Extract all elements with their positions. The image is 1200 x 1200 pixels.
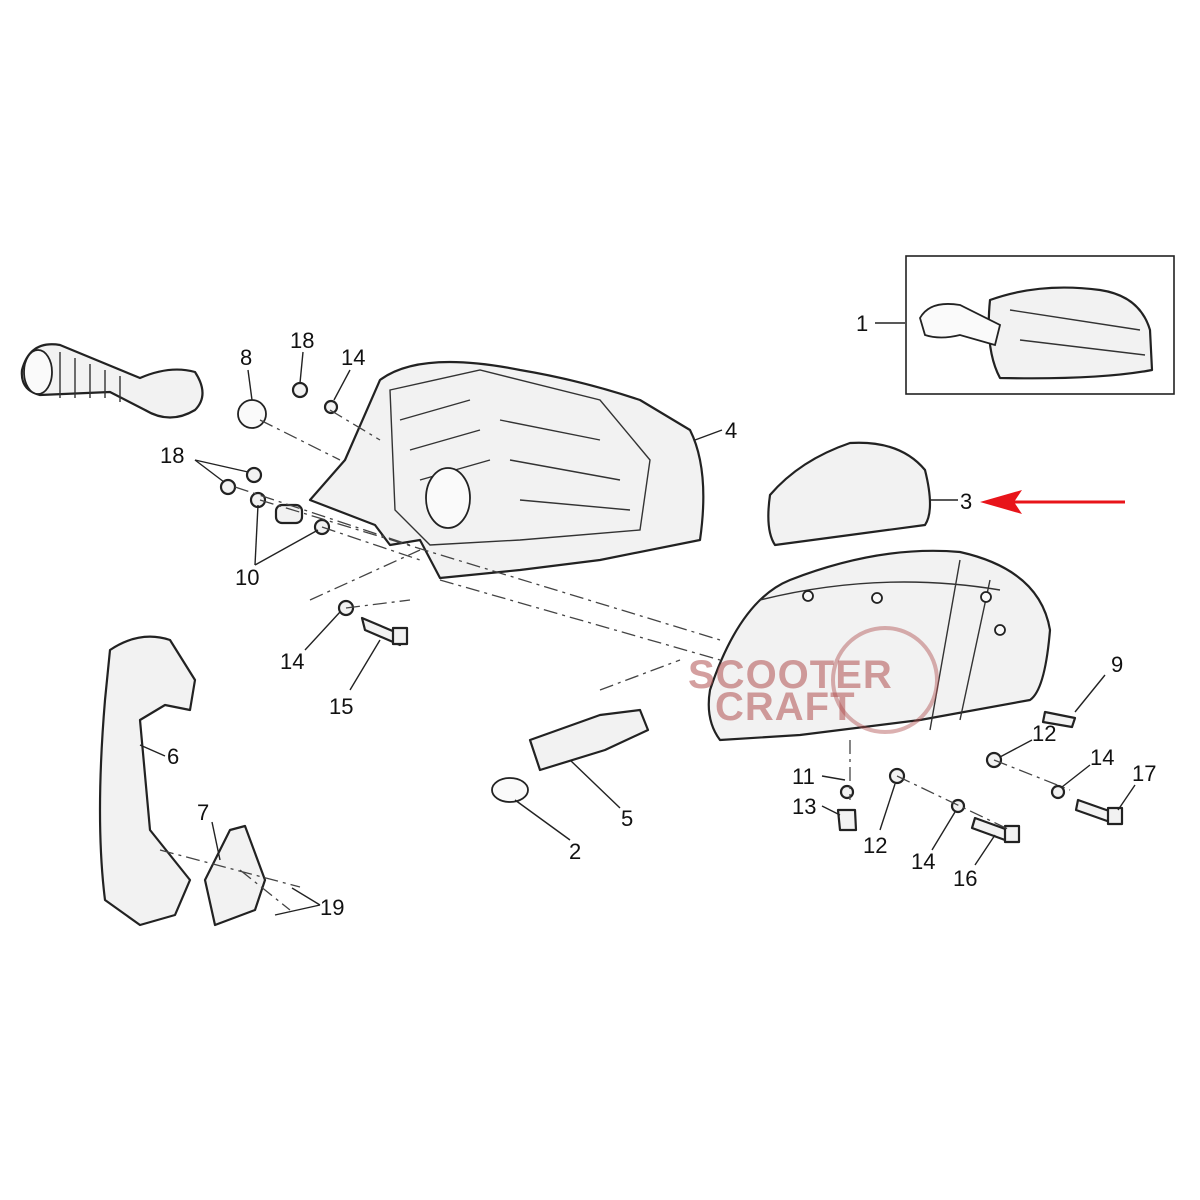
callout-12: 12 bbox=[1032, 721, 1056, 746]
callout-3: 3 bbox=[960, 489, 972, 514]
clamp-part-2 bbox=[491, 777, 529, 803]
plate-part-7 bbox=[203, 824, 267, 927]
duct-part-5 bbox=[528, 708, 650, 772]
callout-13: 13 bbox=[792, 794, 816, 819]
callout-18: 18 bbox=[290, 328, 314, 353]
callout-9: 9 bbox=[1111, 652, 1123, 677]
callout-12: 12 bbox=[863, 833, 887, 858]
intake-hose bbox=[20, 343, 204, 419]
callout-labels: 1 4 3 18 14 8 18 10 14 15 6 7 19 2 5 11 … bbox=[160, 311, 1156, 920]
highlight-arrow bbox=[980, 490, 1125, 514]
callout-14: 14 bbox=[911, 849, 935, 874]
cap-part-13 bbox=[836, 808, 858, 832]
callout-4: 4 bbox=[725, 418, 737, 443]
filter-element-part-3 bbox=[767, 441, 932, 547]
callout-10: 10 bbox=[235, 565, 259, 590]
callout-1: 1 bbox=[856, 311, 868, 336]
callout-19: 19 bbox=[320, 895, 344, 920]
assembly-inset bbox=[905, 255, 1175, 395]
svg-text:CRAFT: CRAFT bbox=[715, 685, 856, 729]
callout-11: 11 bbox=[792, 764, 815, 789]
bracket-part-6 bbox=[98, 635, 197, 927]
callout-16: 16 bbox=[953, 866, 977, 891]
callout-18: 18 bbox=[160, 443, 184, 468]
housing-cover bbox=[707, 549, 1052, 742]
callout-17: 17 bbox=[1132, 761, 1156, 786]
leader-lines bbox=[139, 322, 1136, 916]
watermark-logo: SCOOTER CRAFT bbox=[688, 626, 939, 734]
callout-2: 2 bbox=[569, 839, 581, 864]
callout-6: 6 bbox=[167, 744, 179, 769]
housing-base-part-4 bbox=[308, 360, 705, 580]
callout-5: 5 bbox=[621, 806, 633, 831]
assembly-lines bbox=[159, 409, 1071, 911]
svg-text:SCOOTER: SCOOTER bbox=[688, 653, 893, 697]
callout-15: 15 bbox=[329, 694, 353, 719]
callout-14: 14 bbox=[1090, 745, 1114, 770]
clamp-part-8 bbox=[237, 399, 267, 429]
bolts bbox=[360, 616, 1124, 844]
callout-14: 14 bbox=[280, 649, 304, 674]
callout-14: 14 bbox=[341, 345, 365, 370]
callout-8: 8 bbox=[240, 345, 252, 370]
callout-7: 7 bbox=[197, 800, 209, 825]
